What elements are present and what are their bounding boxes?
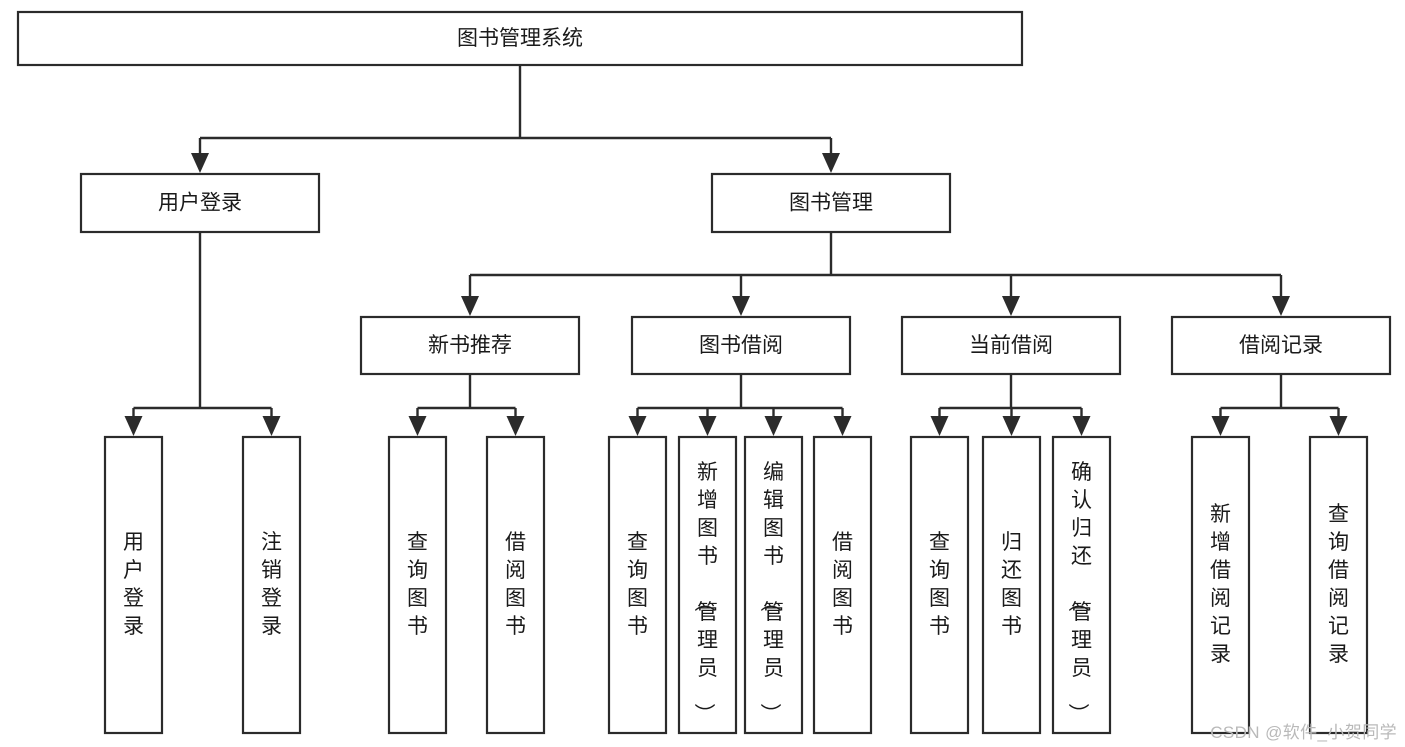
node-level2-0-用户登录[interactable]: 用户登录: [79, 172, 321, 234]
node-leaf-10-确认归还管理员[interactable]: 确认归还（管理员）: [1051, 435, 1112, 735]
node-label: 借阅图书: [832, 531, 853, 638]
level3-1-图书借阅-to-leaves-arrowhead-1: [698, 416, 717, 436]
level3-0-新书推荐-to-leaves-arrowhead-1: [506, 416, 525, 436]
node-label: 图书管理: [789, 192, 873, 215]
level3-3-借阅记录-to-leaves-arrowhead-0: [1211, 416, 1230, 436]
node-leaf-4-查询图书[interactable]: 查询图书: [607, 435, 668, 735]
node-label: 图书借阅: [699, 334, 783, 357]
level3-1-图书借阅-to-leaves-arrowhead-2: [764, 416, 783, 436]
node-outline: [103, 435, 164, 735]
user-login-to-leaves-arrowhead-0: [124, 416, 143, 436]
node-outline: [387, 435, 448, 735]
node-level2-1-图书管理[interactable]: 图书管理: [710, 172, 952, 234]
node-label: 新增图书（管理员）: [692, 461, 718, 724]
book-mgmt-to-level3-arrowhead-3: [1272, 296, 1290, 316]
node-level3-1-图书借阅[interactable]: 图书借阅: [630, 315, 852, 376]
node-label: 查询图书: [627, 531, 648, 638]
node-outline: [359, 315, 581, 376]
root-to-level2-arrowhead-0: [191, 153, 209, 173]
book-mgmt-to-level3-arrowhead-1: [732, 296, 750, 316]
connectors-layer: [124, 65, 1348, 436]
root-to-level2-arrowhead-1: [822, 153, 840, 173]
level3-1-图书借阅-to-leaves-arrowhead-3: [833, 416, 852, 436]
level3-2-当前借阅-to-leaves-arrowhead-1: [1002, 416, 1021, 436]
node-outline: [79, 172, 321, 234]
level3-0-新书推荐-to-leaves-arrowhead-0: [408, 416, 427, 436]
node-root-0-图书管理系统[interactable]: 图书管理系统: [16, 10, 1024, 67]
node-leaf-12-查询借阅记录[interactable]: 查询借阅记录: [1308, 435, 1369, 735]
node-outline: [630, 315, 852, 376]
node-outline: [241, 435, 302, 735]
node-outline: [607, 435, 668, 735]
node-outline: [981, 435, 1042, 735]
level3-3-借阅记录-to-leaves-arrowhead-1: [1329, 416, 1348, 436]
node-label: 查询图书: [407, 531, 428, 638]
node-leaf-9-归还图书[interactable]: 归还图书: [981, 435, 1042, 735]
node-outline: [1170, 315, 1392, 376]
node-outline: [677, 435, 738, 735]
node-label: 新书推荐: [428, 334, 512, 357]
nodes-layer: 图书管理系统用户登录图书管理新书推荐图书借阅当前借阅借阅记录用户登录注销登录查询…: [16, 10, 1392, 735]
node-outline: [1308, 435, 1369, 735]
node-leaf-5-新增图书管理员[interactable]: 新增图书（管理员）: [677, 435, 738, 735]
node-label: 用户登录: [158, 192, 242, 215]
node-label: 图书管理系统: [457, 27, 583, 50]
node-label: 借阅记录: [1239, 334, 1323, 357]
node-outline: [812, 435, 873, 735]
node-leaf-1-注销登录[interactable]: 注销登录: [241, 435, 302, 735]
node-label: 查询借阅记录: [1328, 503, 1349, 666]
level3-1-图书借阅-to-leaves-arrowhead-0: [628, 416, 647, 436]
book-mgmt-to-level3-arrowhead-2: [1002, 296, 1020, 316]
book-mgmt-to-level3-arrowhead-0: [461, 296, 479, 316]
node-outline: [710, 172, 952, 234]
node-leaf-7-借阅图书[interactable]: 借阅图书: [812, 435, 873, 735]
level3-2-当前借阅-to-leaves-arrowhead-2: [1072, 416, 1091, 436]
node-label: 归还图书: [1001, 531, 1022, 638]
node-label: 当前借阅: [969, 334, 1053, 357]
node-leaf-2-查询图书[interactable]: 查询图书: [387, 435, 448, 735]
node-outline: [909, 435, 970, 735]
node-leaf-3-借阅图书[interactable]: 借阅图书: [485, 435, 546, 735]
node-label: 新增借阅记录: [1210, 503, 1231, 666]
node-outline: [900, 315, 1122, 376]
node-outline: [1051, 435, 1112, 735]
node-label: 编辑图书（管理员）: [758, 461, 784, 724]
level3-2-当前借阅-to-leaves-arrowhead-0: [930, 416, 949, 436]
node-leaf-8-查询图书[interactable]: 查询图书: [909, 435, 970, 735]
node-leaf-0-用户登录[interactable]: 用户登录: [103, 435, 164, 735]
node-outline: [743, 435, 804, 735]
user-login-to-leaves-arrowhead-1: [262, 416, 281, 436]
node-label: 查询图书: [929, 531, 950, 638]
node-outline: [485, 435, 546, 735]
node-label: 借阅图书: [505, 531, 526, 638]
node-leaf-6-编辑图书管理员[interactable]: 编辑图书（管理员）: [743, 435, 804, 735]
node-level3-2-当前借阅[interactable]: 当前借阅: [900, 315, 1122, 376]
node-leaf-11-新增借阅记录[interactable]: 新增借阅记录: [1190, 435, 1251, 735]
node-outline: [16, 10, 1024, 67]
node-label: 确认归还（管理员）: [1066, 461, 1092, 724]
node-level3-0-新书推荐[interactable]: 新书推荐: [359, 315, 581, 376]
node-label: 用户登录: [123, 531, 144, 638]
node-level3-3-借阅记录[interactable]: 借阅记录: [1170, 315, 1392, 376]
node-label: 注销登录: [261, 531, 282, 638]
node-outline: [1190, 435, 1251, 735]
